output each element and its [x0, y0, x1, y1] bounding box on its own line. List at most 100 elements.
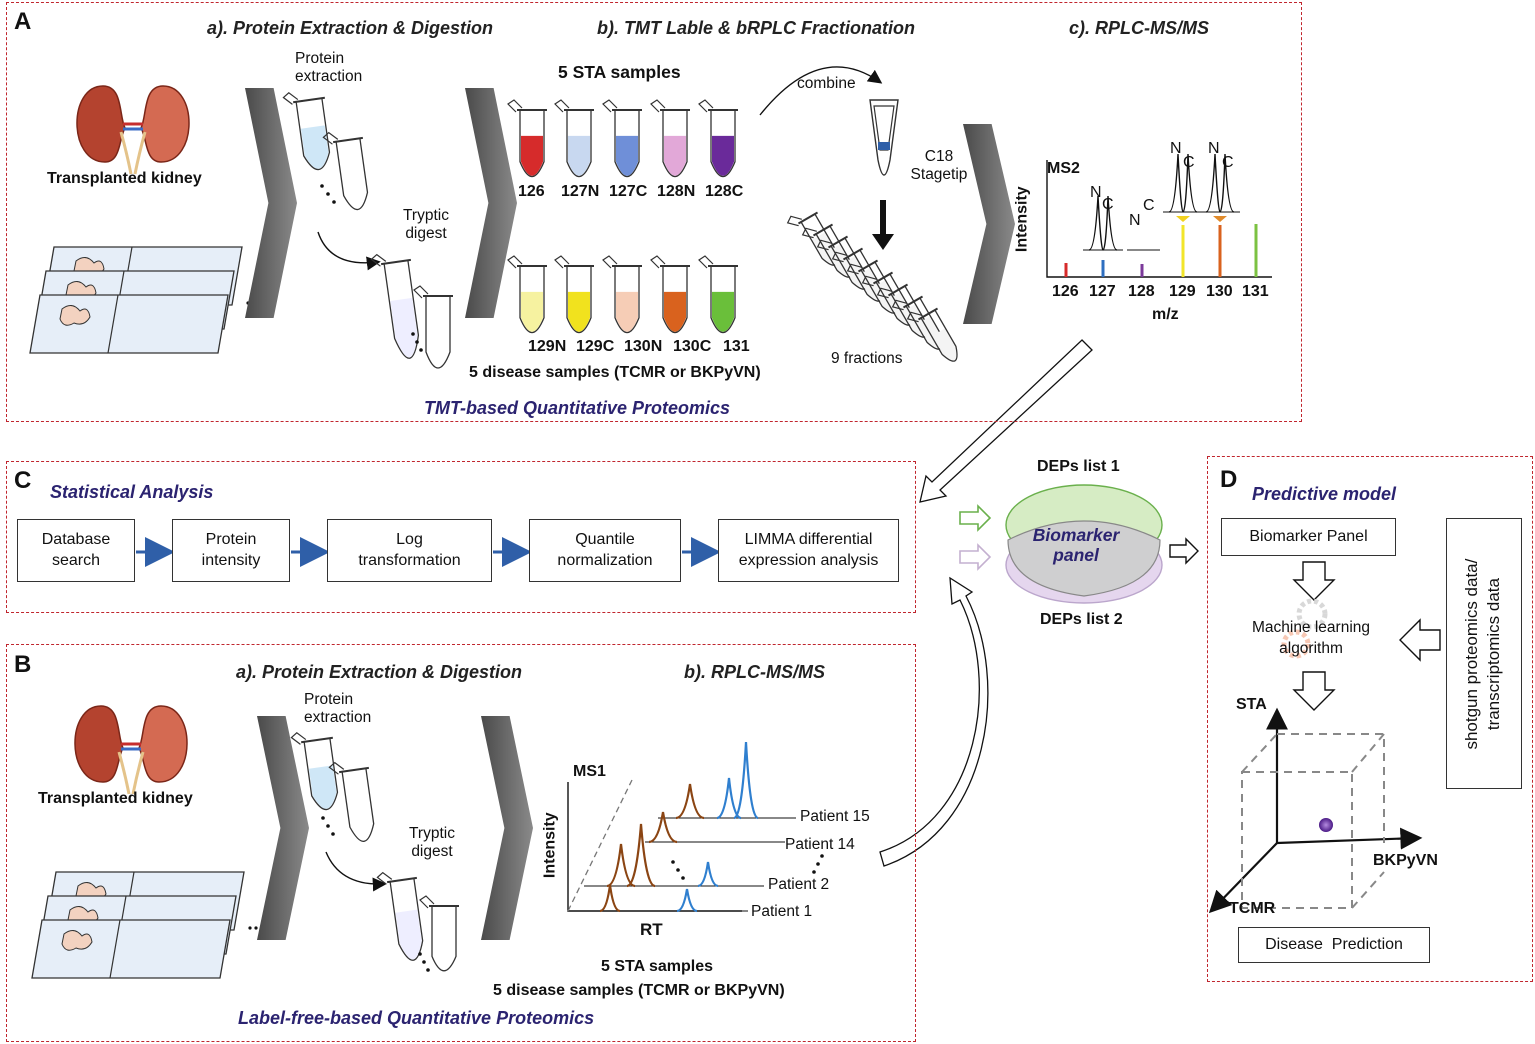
panel-c-border [6, 461, 916, 613]
ms2-tick-126: 126 [1052, 283, 1079, 300]
biomarker-panel-box: Biomarker Panel [1221, 518, 1396, 556]
tube-a-extract-1-cap [282, 91, 299, 105]
kidney-b-ureter-r [131, 751, 145, 795]
sta-tube-4 [698, 99, 738, 178]
cube-back [1277, 733, 1385, 843]
fraction-tube-3-rim [842, 247, 864, 261]
venn-overlap [1007, 520, 1161, 597]
panel-a-border [6, 2, 1302, 422]
ms2-tick-129: 129 [1169, 283, 1196, 300]
sta-tube-3 [650, 99, 690, 178]
ms1-dots-right-1 [816, 862, 820, 866]
disease-label-129N: 129N [528, 338, 567, 355]
tube-a-digest-2-body [425, 295, 451, 369]
tube-a-extract-2 [322, 131, 369, 211]
ms1-dots-1 [676, 868, 680, 872]
tube-b-digest-1-rim [387, 876, 417, 884]
tube-a-digest-1-rim [381, 258, 411, 266]
ms1-brown-2b [626, 823, 656, 888]
disease-tube-4-liquid [712, 291, 734, 332]
axis-z [1208, 842, 1278, 914]
kidney-a-ureter-r [133, 131, 147, 175]
kidney-a-right [140, 85, 190, 163]
ms1-diagonal [567, 779, 633, 912]
tube-b-extract-2-body [341, 767, 375, 842]
disease-prediction-box: Disease Prediction [1238, 927, 1430, 963]
fraction-tube-7-rim [902, 295, 924, 309]
tube-a-extract-1-liquid [300, 125, 329, 169]
tube-b-extract-1 [290, 731, 339, 811]
dots-a1-2 [332, 200, 336, 204]
dots-b1-0 [321, 816, 325, 820]
gear-gray-icon [1296, 598, 1328, 630]
b-slide-2 [31, 919, 231, 979]
panel-a-letter: A [14, 8, 32, 35]
ms2-tick-128: 128 [1128, 283, 1155, 300]
cube-edges [1241, 733, 1385, 909]
ms1-chart [567, 741, 796, 913]
tube-a-digest-1-liquid [390, 297, 418, 358]
tube-a-extract-2-cap [322, 131, 339, 145]
dots-a2-2 [419, 348, 423, 352]
sta-tube-0 [507, 99, 547, 178]
ms2-nc-label-2: N [1129, 212, 1141, 229]
arrow-to-d [1169, 537, 1199, 565]
arrow-combine [759, 66, 883, 116]
arrow-down-head [872, 234, 894, 250]
chevron-b2 [481, 716, 533, 940]
tube-a-digest-2-cap [413, 285, 429, 299]
arrow-list2 [959, 543, 992, 571]
dots-a2-0 [411, 332, 415, 336]
panel-c-title: Statistical Analysis [50, 482, 214, 502]
disease-tube-2-cap [602, 255, 618, 269]
step-database-search: Database search [17, 519, 135, 582]
dots-b2-1 [422, 960, 426, 964]
sta-tube-2-liquid [616, 135, 638, 176]
fraction-tube-8-liquid [932, 328, 957, 361]
fraction-tube-7-cap [891, 299, 907, 311]
tube-b-extract-1-body [303, 737, 339, 811]
ms1-ylabel: Intensity [541, 812, 559, 879]
ms1-brown-15 [675, 783, 705, 820]
fraction-tube-8-rim [917, 307, 939, 321]
a-slides [29, 246, 262, 354]
panel-d-border [1207, 456, 1533, 982]
tube-b-extract-1-rim [301, 736, 333, 744]
tube-a-extract-2-rim [333, 136, 363, 144]
step-limma: LIMMA differential expression analysis [718, 519, 899, 582]
sta-tube-1-liquid [568, 135, 590, 176]
ms1-blue-2 [697, 861, 719, 888]
disease-tube-1-cap [554, 255, 570, 269]
fraction-tube-2-cap [816, 239, 832, 251]
panel-a-step-a: a). Protein Extraction & Digestion [207, 18, 494, 38]
disease-tube-4-cap [698, 255, 714, 269]
kidney-b-left [74, 705, 124, 783]
step-quantile-normalization: Quantile normalization [529, 519, 681, 582]
sta-tube-2 [602, 99, 642, 178]
stagetip-c18 [878, 142, 890, 150]
sta-label-128N: 128N [657, 183, 696, 200]
sta-tube-0-liquid [521, 135, 543, 176]
dots-b2-0 [418, 952, 422, 956]
ms2-nc-label-7: C [1222, 154, 1234, 171]
tube-a-extract-1-body [295, 97, 331, 171]
step-log-transformation: Log transformation [327, 519, 492, 582]
chevron-a2 [465, 88, 517, 318]
tube-b-extract-2 [328, 761, 375, 842]
disease-tube-0-liquid [521, 291, 543, 332]
disease-tube-2 [602, 255, 642, 334]
ms2-tick-130: 130 [1206, 283, 1233, 300]
fraction-tube-8-cap [906, 311, 922, 323]
sta-tube-3-body [662, 109, 688, 178]
dots-a2-1 [415, 340, 419, 344]
fraction-tube-4-cap [846, 263, 862, 275]
tryptic-digest-b: Tryptic digest [409, 825, 455, 860]
biomarker-panel-box-label: Biomarker Panel [1249, 527, 1368, 545]
ms2-nc-label-6: N [1208, 140, 1220, 157]
disease-tube-3-body [662, 265, 688, 334]
axis-bkpyvn: BKPyVN [1373, 852, 1438, 869]
side-data-box [1446, 518, 1522, 789]
disease-tube-3 [650, 255, 690, 334]
kidney-a-ureter-l [119, 131, 133, 175]
step-limma-label: LIMMA differential expression analysis [738, 530, 879, 569]
